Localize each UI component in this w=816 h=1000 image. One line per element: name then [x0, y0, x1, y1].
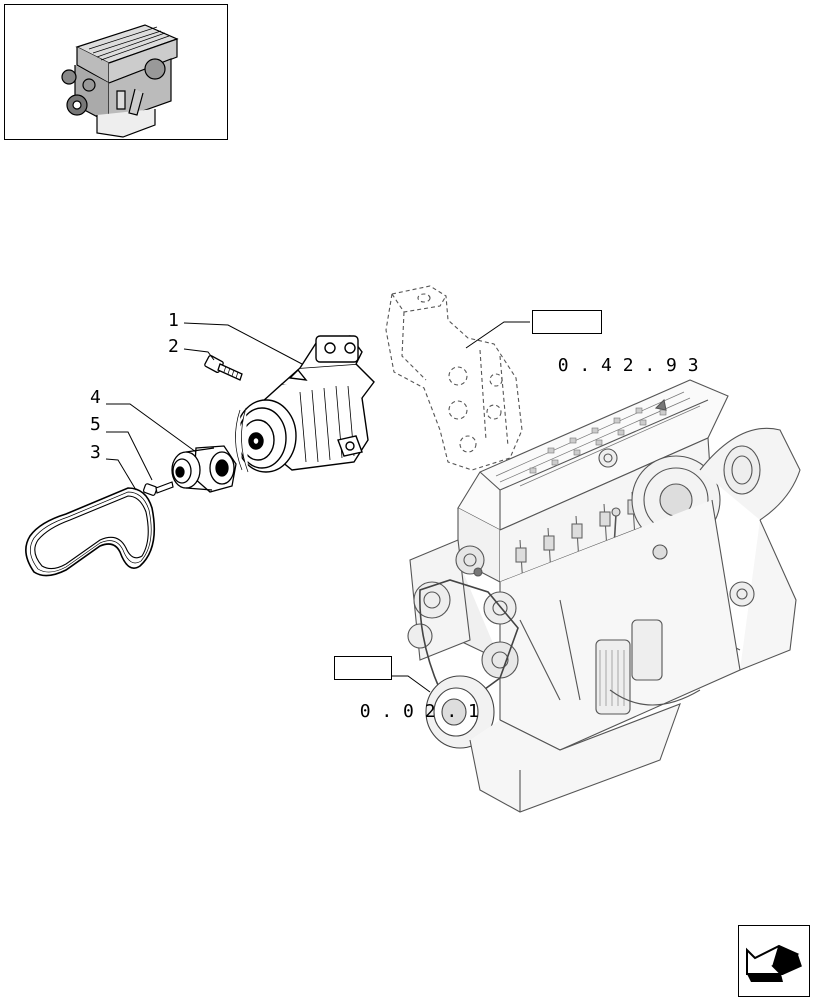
engine-drawing — [407, 379, 801, 813]
compressor-bracket — [385, 285, 523, 471]
bolt-part-2 — [204, 355, 243, 381]
reference-pulley-text: 0 . 0 2 . 1 — [359, 701, 479, 722]
callout-4: 4 — [90, 387, 101, 408]
belt-tensioner — [171, 445, 237, 493]
callout-3: 3 — [90, 442, 101, 463]
reference-bracket-text: 0 . 4 2 . 9 3 — [557, 355, 699, 376]
callout-2: 2 — [168, 336, 179, 357]
reference-pulley-link[interactable]: 0 . 0 2 . 1 — [334, 656, 479, 722]
callout-1: 1 — [168, 310, 179, 331]
next-page-arrow-icon — [746, 944, 802, 982]
callout-5: 5 — [90, 414, 101, 435]
bolt-part-5 — [142, 481, 174, 496]
reference-box — [532, 310, 602, 334]
ac-compressor — [235, 335, 375, 473]
engine-thumbnail-icon — [61, 24, 179, 138]
reference-bracket-link[interactable]: 0 . 4 2 . 9 3 — [532, 310, 699, 376]
reference-box — [334, 656, 392, 680]
next-page-button[interactable] — [738, 925, 810, 997]
drive-belt — [25, 487, 156, 577]
leader-lines — [105, 321, 530, 693]
engine-thumbnail — [4, 4, 228, 140]
